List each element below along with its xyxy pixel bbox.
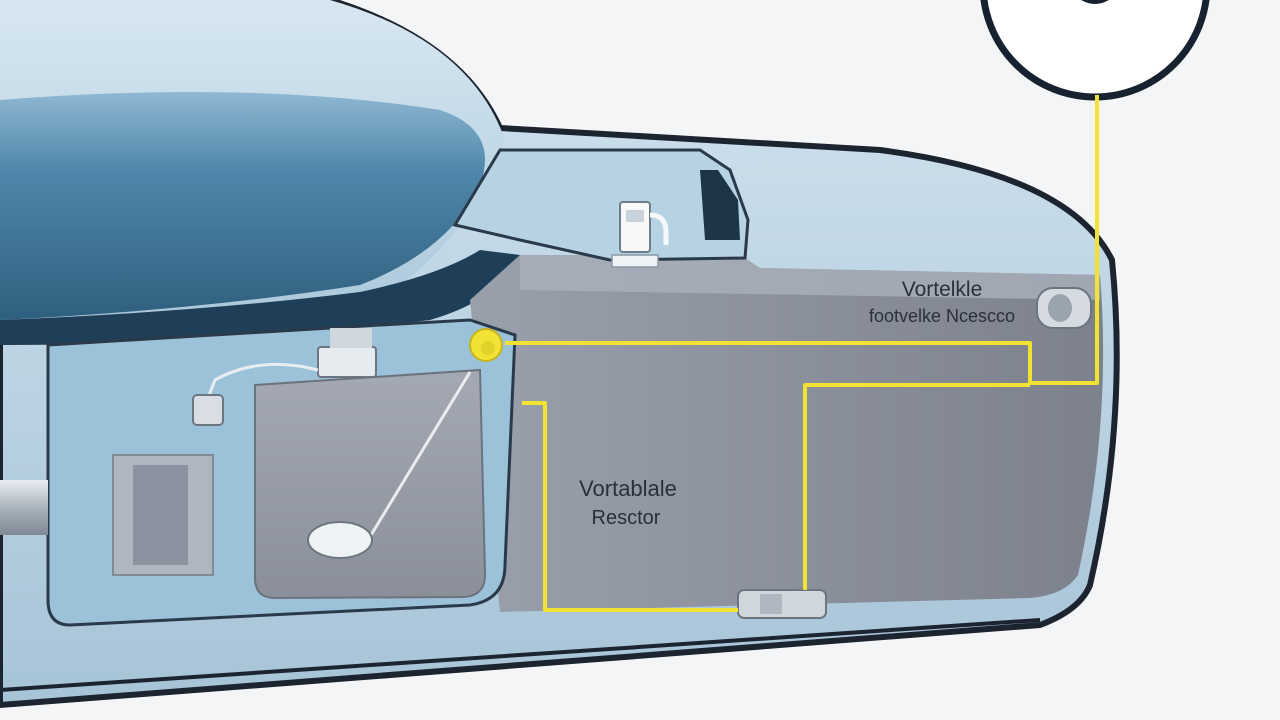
fuel-inlet-housing — [452, 148, 750, 262]
wire-connector-icon — [192, 362, 319, 426]
sender-unit — [317, 328, 377, 378]
label-top-right-line1: Vortelkle — [902, 278, 983, 301]
side-panel-inset — [133, 465, 188, 565]
drive-shaft — [0, 480, 48, 535]
interior-cavity — [0, 92, 485, 320]
label-center-line2: Resctor — [592, 507, 661, 529]
compartment-top-band — [520, 255, 1100, 300]
wire-junction — [469, 328, 503, 362]
label-top-right-line2: footvelke Ncescco — [869, 306, 1015, 326]
float-arm-icon — [307, 371, 472, 559]
label-center-line1: Vortablale — [579, 476, 677, 501]
canopy-shadow — [0, 250, 520, 345]
body-lower-edge — [0, 618, 1041, 692]
fuel-pump-icon — [611, 201, 669, 268]
sensor-plug-icon — [1036, 287, 1092, 329]
bottom-connector-icon — [737, 589, 827, 619]
fuel-inlet-slot — [700, 170, 740, 240]
signal-wires — [505, 95, 1099, 612]
